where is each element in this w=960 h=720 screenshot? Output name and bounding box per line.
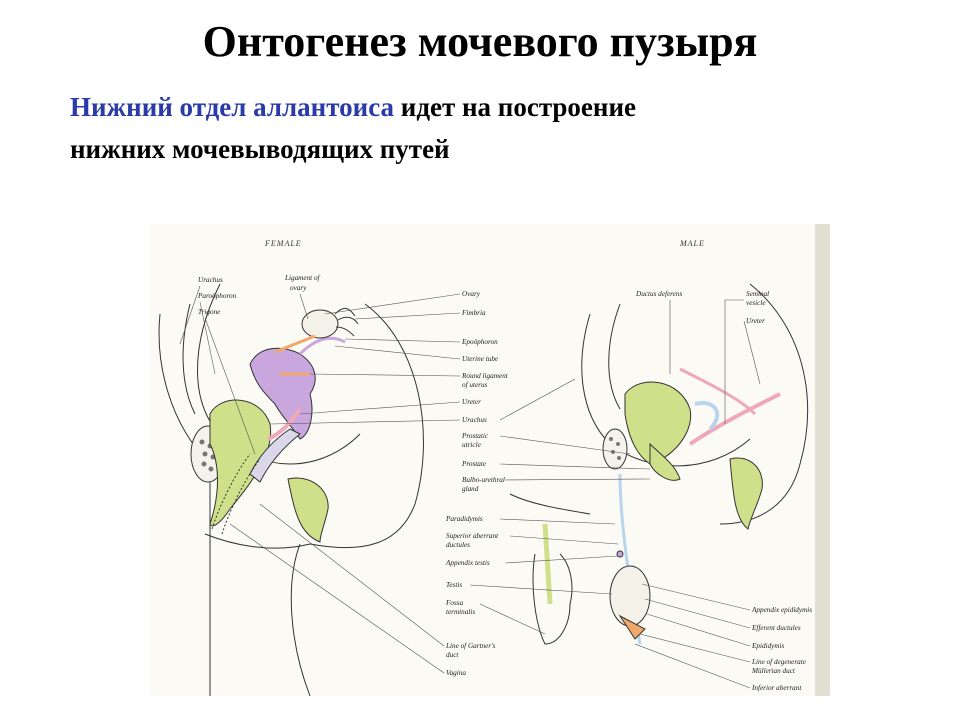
- label-ureter-male: Ureter: [746, 317, 765, 325]
- label-mullerian-duct: Müllerian duct: [751, 667, 796, 675]
- label-line-of-gartners: Line of Gartner's: [445, 642, 496, 650]
- male-top-labels: Ductus deferens Seminal vesicle Ureter: [635, 290, 769, 325]
- anatomy-svg: FEMALE MALE Urachus Paroöphoron Trigone …: [150, 224, 830, 696]
- label-appendix-testis: Appendix testis: [445, 559, 490, 567]
- label-duct: duct: [446, 651, 459, 659]
- label-inferior-aberrant: Inferior aberrant: [751, 684, 802, 692]
- slide-subtitle: Нижний отдел аллантоиса идет на построен…: [70, 86, 930, 170]
- label-prostatic: Prostatic: [461, 432, 489, 440]
- label-ductules: ductules: [446, 541, 470, 549]
- label-ureter-center: Ureter: [462, 398, 481, 406]
- label-bulbo-urethral: Bulbo-urethral: [462, 476, 505, 484]
- subtitle-line2: нижних мочевыводящих путей: [70, 134, 450, 164]
- label-vagina: Vagina: [446, 669, 466, 677]
- male-right-leaders: [634, 583, 751, 689]
- label-seminal: Seminal: [746, 290, 769, 298]
- label-paradidymis: Paradidymis: [445, 515, 483, 523]
- label-urachus-female: Urachus: [198, 276, 223, 284]
- label-ovary-sub: ovary: [290, 284, 307, 292]
- center-labels: Ovary Fimbria Epoöphoron Uterine tube Ro…: [445, 290, 509, 677]
- anatomy-illustration: FEMALE MALE Urachus Paroöphoron Trigone …: [150, 224, 830, 696]
- label-ovary: Ovary: [462, 290, 481, 298]
- female-left-labels: Urachus Paroöphoron Trigone Ligament of …: [197, 274, 321, 316]
- label-appendix-epididymis: Appendix epididymis: [751, 606, 812, 614]
- female-header: FEMALE: [264, 239, 302, 248]
- label-superior-aberrant: Superior aberrant: [446, 532, 499, 540]
- label-paroophoron: Paroöphoron: [197, 292, 237, 300]
- center-leaders: [229, 293, 651, 674]
- label-urachus-center: Urachus: [462, 416, 487, 424]
- label-trigone: Trigone: [198, 308, 221, 316]
- page-edge: [815, 224, 830, 696]
- label-efferent-ductules: Efferent ductules: [751, 624, 801, 632]
- female-diagram: [158, 283, 424, 696]
- label-epididymis: Epididymis: [751, 642, 785, 650]
- label-fossa: Fossa: [445, 599, 464, 607]
- label-uterine-tube: Uterine tube: [462, 355, 499, 363]
- label-utricle: utricle: [462, 441, 482, 449]
- label-vesicle: vesicle: [746, 299, 766, 307]
- subtitle-highlight: Нижний отдел аллантоиса: [70, 92, 395, 122]
- label-fimbria: Fimbria: [461, 309, 486, 317]
- male-header: MALE: [679, 239, 705, 248]
- subtitle-rest: идет на построение: [394, 92, 637, 122]
- label-testis: Testis: [446, 581, 462, 589]
- label-terminalis: terminalis: [446, 608, 475, 616]
- male-top-leaders: [669, 299, 761, 424]
- label-ligament-of: Ligament of: [284, 274, 321, 282]
- label-ductus-deferens: Ductus deferens: [635, 290, 682, 298]
- label-round-ligament: Round ligament: [461, 372, 509, 380]
- male-right-labels: Appendix epididymis Efferent ductules Ep…: [751, 606, 812, 692]
- label-gland: gland: [462, 485, 479, 493]
- label-line-of-degenerate: Line of degenerate: [751, 658, 807, 666]
- male-diagram: [509, 283, 809, 645]
- slide-title: Онтогенез мочевого пузыря: [202, 17, 758, 66]
- label-prostate: Prostate: [461, 460, 487, 468]
- label-of-uterus: of uterus: [462, 381, 488, 389]
- female-left-leaders: [179, 285, 309, 455]
- label-epoophoron: Epoöphoron: [461, 338, 498, 346]
